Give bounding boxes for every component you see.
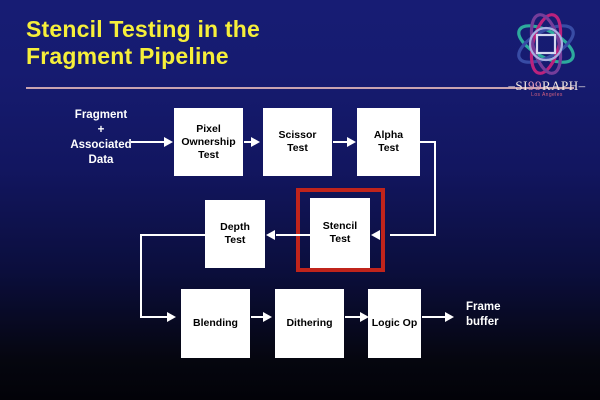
edge-stencil-to-depth — [276, 234, 310, 236]
node-dithering[interactable]: Dithering — [275, 289, 344, 358]
arrowhead-into-depth — [266, 230, 275, 240]
edge-depth-to-blending-seg-h-top — [140, 234, 205, 236]
logo-wordmark-suffix: RAPH — [541, 78, 579, 93]
page-title: Stencil Testing in the Fragment Pipeline — [26, 16, 446, 70]
edge-logic-op-to-frame-buffer — [422, 316, 446, 318]
node-alpha-test[interactable]: Alpha Test — [357, 108, 420, 176]
edge-alpha-to-stencil-seg-h-top — [420, 141, 436, 143]
node-logic-op[interactable]: Logic Op — [368, 289, 421, 358]
edge-alpha-to-stencil-seg-v — [434, 141, 436, 236]
arrowhead-into-logic-op — [360, 312, 369, 322]
title-line-2: Fragment Pipeline — [26, 43, 229, 69]
node-scissor-test[interactable]: Scissor Test — [263, 108, 332, 176]
logo-wordmark-year: 99 — [527, 78, 542, 93]
arrowhead-into-scissor — [251, 137, 260, 147]
node-depth-test[interactable]: Depth Test — [205, 200, 265, 268]
diagram-output-label: Frame buffer — [466, 301, 501, 328]
title-divider — [26, 87, 574, 89]
logo-wordmark-prefix: SI — [515, 78, 528, 93]
arrowhead-into-pixel-ownership — [164, 137, 173, 147]
edge-scissor-to-alpha — [333, 141, 348, 143]
arrowhead-into-frame-buffer — [445, 312, 454, 322]
node-stencil-test[interactable]: Stencil Test — [310, 198, 370, 268]
edge-blending-to-dithering — [251, 316, 264, 318]
stencil-highlight-box — [296, 188, 385, 272]
arrowhead-into-dithering — [263, 312, 272, 322]
logo-city-label: Los Angeles — [531, 92, 563, 98]
node-blending[interactable]: Blending — [181, 289, 250, 358]
arrowhead-into-stencil — [371, 230, 380, 240]
diagram-input-label: Fragment + Associated Data — [70, 109, 132, 166]
edge-depth-to-blending-seg-v — [140, 234, 142, 318]
title-line-1: Stencil Testing in the — [26, 16, 260, 42]
edge-input-to-pixel-ownership — [131, 141, 165, 143]
edge-depth-to-blending-seg-h-bottom — [140, 316, 168, 318]
edge-alpha-to-stencil-seg-h-bottom — [390, 234, 436, 236]
logo-wordmark: –SI99RAPH– — [508, 78, 586, 93]
edge-pixel-ownership-to-scissor — [244, 141, 252, 143]
arrowhead-into-alpha — [347, 137, 356, 147]
arrowhead-into-blending — [167, 312, 176, 322]
edge-dithering-to-logic-op — [345, 316, 367, 318]
siggraph-logo-icon — [498, 8, 594, 100]
node-pixel-ownership-test[interactable]: Pixel Ownership Test — [174, 108, 243, 176]
